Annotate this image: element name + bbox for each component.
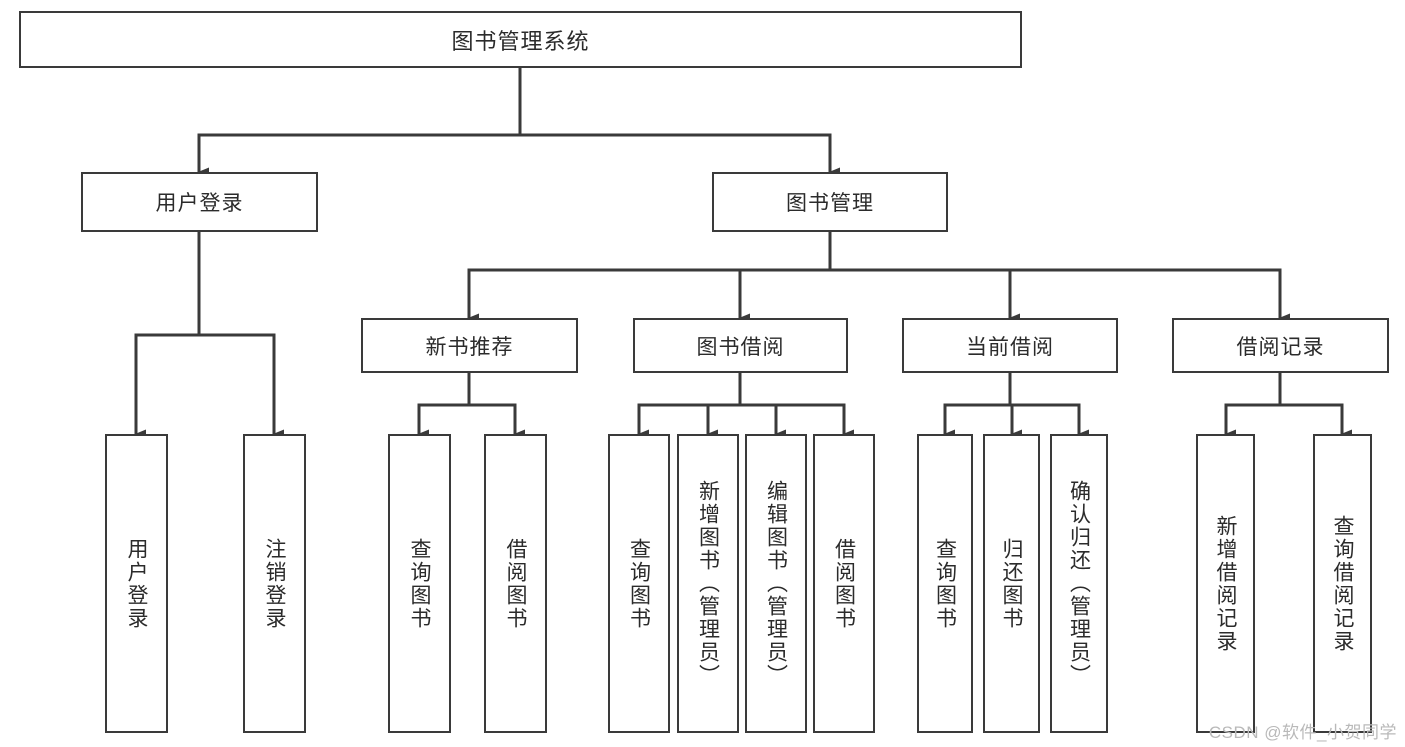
node-leaf-borrow-book[interactable]: 借阅图书 (813, 434, 875, 733)
node-leaf-return-book[interactable]: 归还图书 (983, 434, 1040, 733)
node-label: 图书管理系统 (451, 28, 590, 54)
node-leaf-query-book-recommend[interactable]: 查询图书 (388, 434, 451, 733)
node-leaf-borrow-book-recommend[interactable]: 借阅图书 (484, 434, 547, 733)
node-label: 查询图书 (408, 537, 431, 630)
node-leaf-add-book-admin[interactable]: 新增图书（管理员） (677, 434, 739, 733)
node-label: 借阅图书 (504, 537, 527, 630)
node-label: 编辑图书（管理员） (764, 480, 788, 687)
node-leaf-user-logout[interactable]: 注销登录 (243, 434, 306, 733)
node-label: 查询图书 (627, 537, 651, 630)
node-leaf-user-login[interactable]: 用户登录 (105, 434, 168, 733)
node-label: 借阅记录 (1236, 335, 1325, 359)
node-label: 当前借阅 (966, 335, 1054, 359)
node-label: 新增图书（管理员） (696, 480, 720, 687)
node-label: 新书推荐 (425, 335, 514, 359)
node-current-borrow[interactable]: 当前借阅 (902, 318, 1118, 373)
node-label: 借阅图书 (832, 537, 856, 630)
node-label: 图书借阅 (696, 335, 785, 359)
node-label: 图书管理 (786, 192, 874, 215)
node-book-borrow[interactable]: 图书借阅 (633, 318, 848, 373)
node-book-management[interactable]: 图书管理 (712, 172, 948, 232)
node-new-book-recommend[interactable]: 新书推荐 (361, 318, 578, 373)
node-leaf-add-borrow-record[interactable]: 新增借阅记录 (1196, 434, 1255, 733)
node-leaf-query-book-borrow[interactable]: 查询图书 (608, 434, 670, 733)
node-user-login[interactable]: 用户登录 (81, 172, 318, 232)
node-leaf-confirm-return-admin[interactable]: 确认归还（管理员） (1050, 434, 1108, 733)
node-label: 查询借阅记录 (1331, 514, 1354, 653)
node-label: 用户登录 (155, 192, 244, 215)
node-borrow-record[interactable]: 借阅记录 (1172, 318, 1389, 373)
node-label: 归还图书 (1000, 537, 1023, 630)
node-leaf-query-borrow-record[interactable]: 查询借阅记录 (1313, 434, 1372, 733)
node-leaf-edit-book-admin[interactable]: 编辑图书（管理员） (745, 434, 807, 733)
node-label: 新增借阅记录 (1214, 514, 1237, 653)
node-label: 确认归还（管理员） (1067, 480, 1091, 687)
node-label: 注销登录 (263, 537, 286, 630)
node-label: 用户登录 (125, 537, 148, 630)
node-label: 查询图书 (933, 537, 957, 630)
watermark-text: CSDN @软件_小贺同学 (1208, 723, 1397, 742)
node-root-book-management-system[interactable]: 图书管理系统 (19, 11, 1022, 68)
node-leaf-query-book-current[interactable]: 查询图书 (917, 434, 973, 733)
